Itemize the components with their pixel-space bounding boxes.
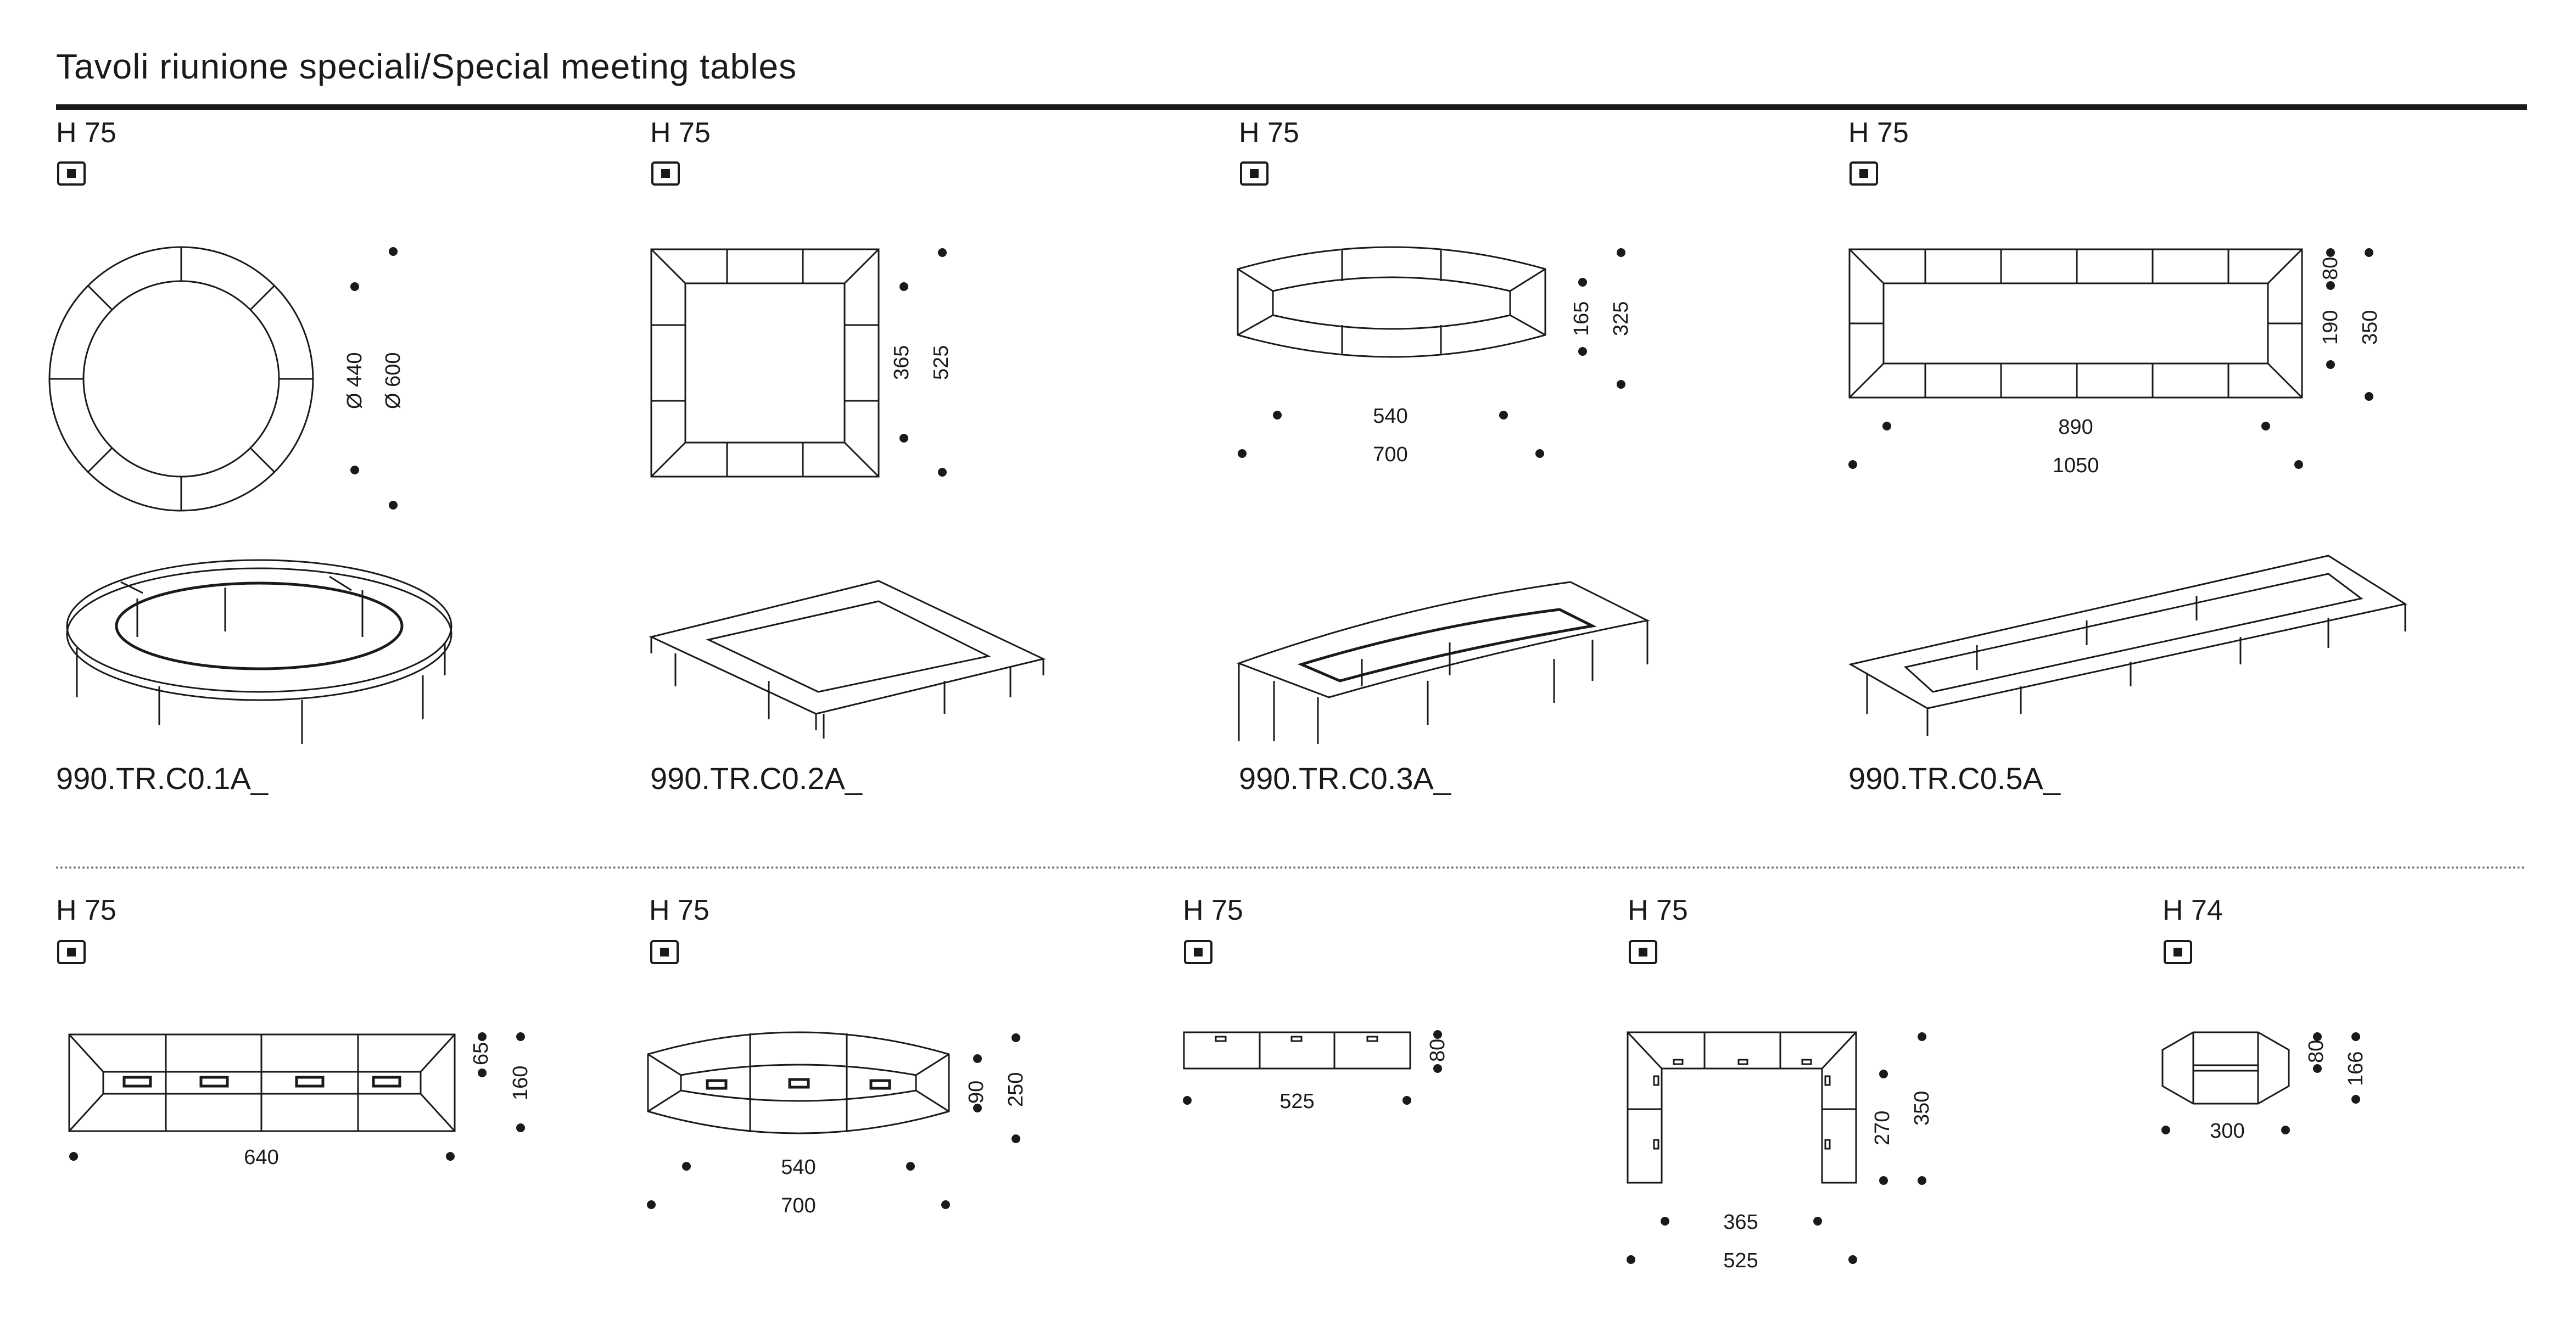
finish-symbol-icon <box>1184 940 1212 964</box>
dim-h1: 365 <box>1723 1211 1758 1234</box>
octagon-table-drawing: 80 166 300 <box>2161 1031 2367 1143</box>
dim-h1: 540 <box>781 1156 815 1179</box>
dim-v2: 350 <box>1910 1091 1934 1126</box>
dim-inner: Ø 440 <box>343 352 366 409</box>
dim-h2: 525 <box>1723 1249 1758 1272</box>
finish-symbol-icon <box>1849 161 1878 186</box>
dim-h1: 300 <box>2210 1120 2244 1143</box>
dim-v1: 270 <box>1871 1111 1894 1145</box>
finish-symbol-icon <box>57 940 86 964</box>
dim-h1: 640 <box>244 1146 278 1169</box>
round-table-drawing: Ø 440 Ø 600 <box>48 246 452 744</box>
finish-symbol-icon <box>57 161 86 186</box>
dim-v2: 250 <box>1004 1072 1027 1107</box>
u-table-drawing: 270 350 365 525 <box>1627 1031 1934 1272</box>
height-label: H 75 <box>1183 894 1243 926</box>
dim-v2: 325 <box>1610 301 1633 336</box>
dim-v2: 160 <box>509 1066 532 1100</box>
product-code: 990.TR.C0.2A_ <box>650 761 862 796</box>
dim-outer: Ø 600 <box>382 352 405 409</box>
section-divider <box>56 866 2527 869</box>
dim-v1: 65 <box>470 1042 493 1065</box>
dim-outer: 525 <box>930 345 953 380</box>
height-label: H 75 <box>1628 894 1688 926</box>
dim-v2: 166 <box>2344 1051 2367 1086</box>
page-title: Tavoli riunione speciali/Special meeting… <box>56 47 797 86</box>
long-table-drawing: 80 190 350 890 1050 <box>1848 248 2407 736</box>
height-label: H 75 <box>650 117 711 149</box>
dim-v0: 80 <box>2319 257 2342 280</box>
boat-table-drawing: 90 250 540 700 <box>647 1031 1027 1217</box>
dim-h2: 700 <box>781 1194 815 1217</box>
product-code: 990.TR.C0.1A_ <box>56 761 268 796</box>
height-label: H 75 <box>1848 117 1909 149</box>
bench-table-drawing: 80 525 <box>1183 1030 1449 1113</box>
dim-v2: 350 <box>2359 310 2382 345</box>
product-code: 990.TR.C0.5A_ <box>1848 761 2060 796</box>
square-table-drawing: 365 525 <box>649 248 1046 739</box>
dim-h1: 890 <box>2058 416 2093 439</box>
finish-symbol-icon <box>651 161 680 186</box>
dim-inner: 365 <box>890 345 913 380</box>
finish-symbol-icon <box>650 940 679 964</box>
finish-symbol-icon <box>2164 940 2192 964</box>
product-code: 990.TR.C0.3A_ <box>1239 761 1451 796</box>
height-label: H 75 <box>56 117 116 149</box>
dim-v1: 80 <box>2305 1040 2328 1063</box>
height-label: H 74 <box>2163 894 2223 926</box>
dim-h2: 700 <box>1373 443 1407 466</box>
finish-symbol-icon <box>1629 940 1657 964</box>
dim-h1: 525 <box>1279 1090 1314 1113</box>
height-label: H 75 <box>56 894 116 926</box>
rect-table-drawing: 65 160 640 <box>68 1032 532 1169</box>
dim-h1: 540 <box>1373 405 1407 428</box>
dim-v1: 190 <box>2319 310 2342 345</box>
dim-v1: 165 <box>1570 301 1593 336</box>
dim-h2: 1050 <box>2053 454 2099 477</box>
dim-v1: 90 <box>965 1081 988 1104</box>
finish-symbol-icon <box>1240 161 1269 186</box>
height-label: H 75 <box>1239 117 1299 149</box>
boat-table-drawing: 165 325 540 700 <box>1236 246 1650 744</box>
height-label: H 75 <box>649 894 709 926</box>
dim-v1: 80 <box>1426 1039 1449 1062</box>
title-rule <box>56 104 2527 110</box>
